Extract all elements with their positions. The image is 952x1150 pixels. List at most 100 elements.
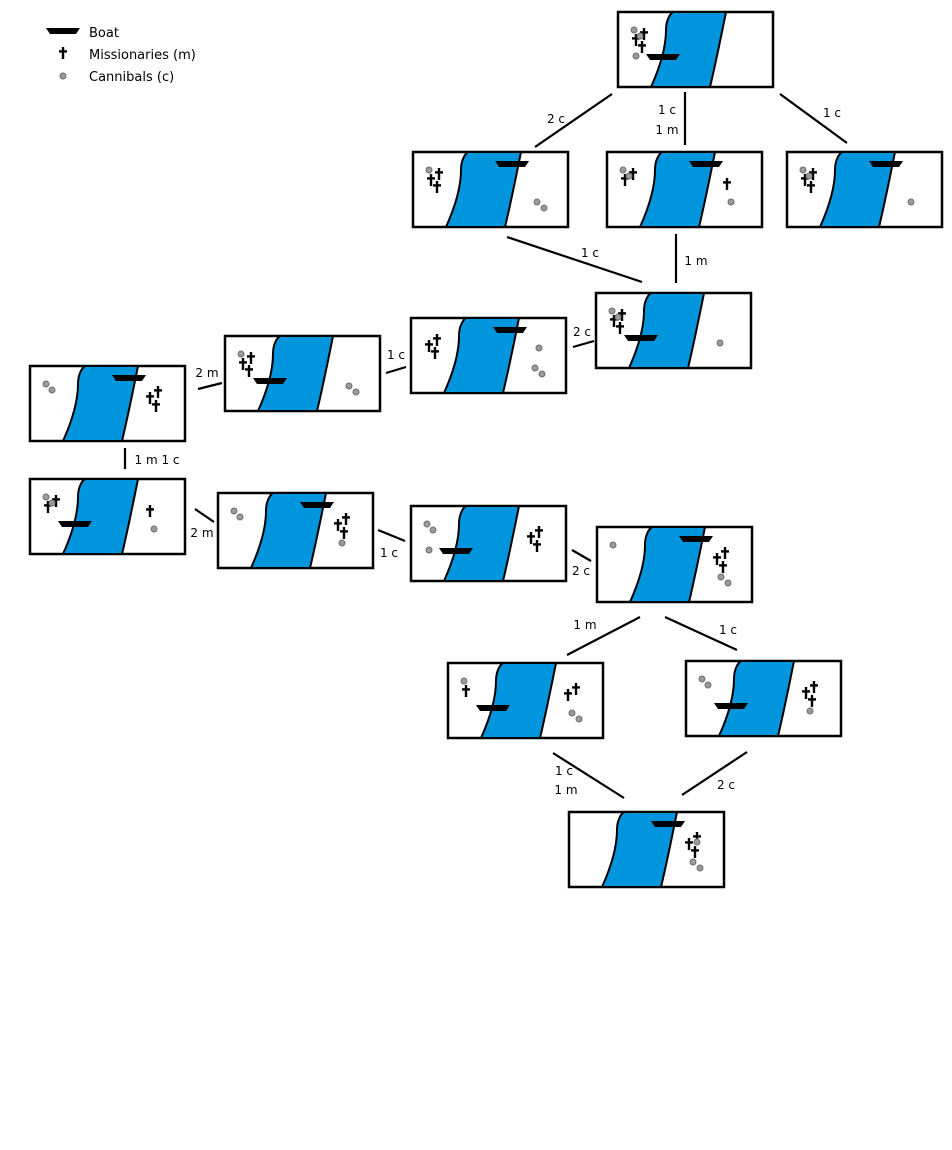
edge-label: 1 c [380, 546, 398, 560]
state-node-s3 [785, 150, 944, 229]
state-node-s5 [409, 316, 568, 395]
cannibal-icon [698, 675, 706, 683]
state-node-s0 [616, 10, 775, 89]
river [627, 292, 706, 369]
cannibal-icon [338, 539, 346, 547]
edge-label: 2 c [547, 112, 565, 126]
edges [123, 92, 848, 799]
boat-icon [689, 161, 723, 167]
river [444, 151, 523, 228]
edge-line [779, 93, 848, 144]
edge-line [664, 616, 738, 651]
cannibal-icon [716, 339, 724, 347]
state-node-s7 [223, 334, 382, 413]
cannibal-icon [724, 579, 732, 587]
legend-boat-label: Boat [89, 26, 119, 41]
cannibal-icon [237, 350, 245, 358]
river [649, 11, 728, 88]
cannibal-icon [48, 386, 56, 394]
cannibal-icon [689, 858, 697, 866]
cannibal-icon [531, 364, 539, 372]
edge-line [566, 616, 641, 656]
boat-icon [714, 703, 748, 709]
state-node-s14 [684, 659, 843, 738]
cannibal-icon [59, 72, 67, 80]
river [628, 526, 707, 603]
edge-label: 1 c [581, 246, 599, 260]
edge-line [197, 381, 223, 391]
legend: Boat Missionaries (m) Cannibals (c) [46, 26, 196, 85]
cannibal-icon [636, 32, 644, 40]
river [442, 505, 521, 582]
boat-icon [58, 521, 92, 527]
cannibal-icon [42, 493, 50, 501]
cannibal-icon [429, 526, 437, 534]
river [249, 492, 328, 569]
boat-icon [439, 548, 473, 554]
edge-label: 1 c [719, 623, 737, 637]
boat-icon [646, 54, 680, 60]
river [717, 660, 796, 737]
cannibal-icon [236, 513, 244, 521]
cannibal-icon [608, 307, 616, 315]
cannibal-icon [568, 709, 576, 717]
cannibal-icon [727, 198, 735, 206]
state-node-s1 [411, 150, 570, 229]
cannibal-icon [619, 166, 627, 174]
cannibal-icon [609, 541, 617, 549]
state-node-s10 [216, 491, 375, 570]
boat-icon [495, 161, 529, 167]
edge-label: 1 m [573, 618, 596, 632]
edge-label: 1 m 1 c [135, 453, 180, 467]
cannibal-icon [352, 388, 360, 396]
boat-icon [300, 502, 334, 508]
cannibal-icon [693, 838, 701, 846]
boat-icon [253, 378, 287, 384]
edge-label: 1 c [555, 764, 573, 778]
boat-icon [679, 536, 713, 542]
missionary-icon [59, 47, 67, 59]
cannibal-icon [907, 198, 915, 206]
cannibal-icon [630, 26, 638, 34]
boat-icon [624, 335, 658, 341]
edge-line [534, 93, 613, 148]
state-node-s12 [595, 525, 754, 604]
edge-line [194, 508, 215, 523]
cannibal-icon [717, 573, 725, 581]
cannibal-icon [614, 313, 622, 321]
boat-icon [869, 161, 903, 167]
cannibal-icon [538, 370, 546, 378]
cannibal-icon [704, 681, 712, 689]
cannibal-icon [806, 707, 814, 715]
edge-label: 2 c [717, 778, 735, 792]
cannibal-icon [345, 382, 353, 390]
edge-label: 1 c [387, 348, 405, 362]
cannibal-icon [150, 525, 158, 533]
boat-icon [476, 705, 510, 711]
state-nodes [28, 10, 944, 889]
cannibal-icon [460, 677, 468, 685]
edge-line [552, 752, 625, 799]
legend-missionaries-label: Missionaries (m) [89, 48, 196, 63]
cannibal-icon [535, 344, 543, 352]
legend-cannibals-label: Cannibals (c) [89, 70, 174, 85]
cannibal-icon [48, 499, 56, 507]
edge-line [681, 751, 748, 796]
boat-icon [651, 821, 685, 827]
state-node-s9 [28, 477, 187, 556]
edge-label: 2 c [572, 564, 590, 578]
cannibal-icon [425, 166, 433, 174]
edge-label: 1 c [823, 106, 841, 120]
edge-label: 1 c [658, 103, 676, 117]
edge-labels: 2 c1 c1 m1 c1 c1 m2 c1 c2 m1 m 1 c2 m1 c… [135, 103, 842, 797]
river [638, 151, 717, 228]
river [818, 151, 897, 228]
boat-icon [46, 28, 80, 34]
edge-line [571, 549, 592, 562]
river [61, 365, 140, 442]
state-node-s15 [567, 810, 726, 889]
cannibal-icon [423, 520, 431, 528]
edge-label: 2 m [195, 366, 218, 380]
edge-label: 2 c [573, 325, 591, 339]
